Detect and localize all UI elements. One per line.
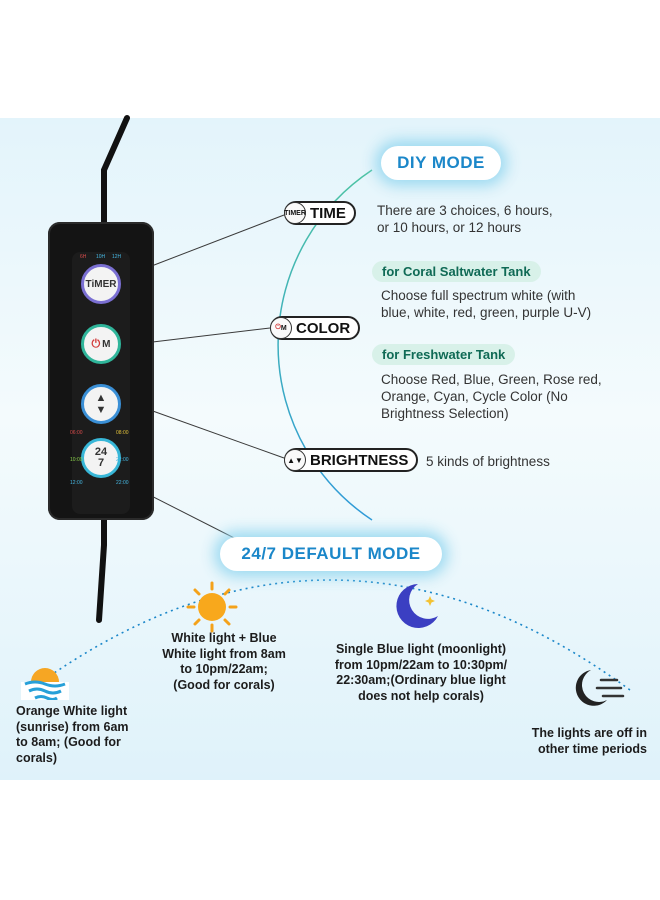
time-pill: TIMER TIME: [284, 201, 356, 225]
cable-bottom: [96, 517, 107, 623]
freshwater-description: Choose Red, Blue, Green, Rose red, Orang…: [381, 372, 602, 421]
phase-moonlight-text: Single Blue light (moonlight) from 10pm/…: [334, 642, 508, 703]
indicator-6h: 6H: [80, 254, 87, 260]
up-down-arrows-icon: ▲▼: [284, 449, 306, 471]
brightness-button[interactable]: ▲▼: [81, 384, 121, 424]
up-down-arrows-icon: ▲▼: [95, 392, 107, 416]
moon-icon: [396, 584, 438, 628]
power-icon: ⏻: [91, 337, 101, 350]
cable-top: [101, 115, 130, 226]
indicator-22a: 22:00: [116, 457, 129, 463]
color-pill: ⏻M COLOR: [270, 316, 361, 340]
coral-description: Choose full spectrum white (with blue, w…: [381, 288, 592, 320]
time-description: There are 3 choices, 6 hours, or 10 hour…: [377, 203, 553, 235]
sunrise-icon: [21, 668, 69, 700]
brightness-description: 5 kinds of brightness: [426, 454, 550, 469]
brightness-pill: ▲▼ BRIGHTNESS: [284, 448, 419, 472]
indicator-22b: 22:00: [116, 480, 129, 486]
sun-icon: [186, 581, 238, 633]
timer-button[interactable]: TiMER: [81, 264, 121, 304]
indicator-06: 06:00: [70, 430, 83, 436]
timer-icon: TIMER: [284, 202, 306, 224]
indicator-12: 12:00: [70, 480, 83, 486]
time-label: TIME: [310, 204, 346, 222]
indicator-08: 08:00: [116, 430, 129, 436]
phase-off-text: The lights are off in other time periods: [531, 726, 647, 756]
power-mode-icon: ⏻M: [270, 317, 292, 339]
indicator-10h: 10H: [96, 254, 106, 260]
brightness-label: BRIGHTNESS: [310, 451, 409, 469]
default-mode-heading: 24/7 DEFAULT MODE: [220, 537, 442, 571]
mode-button[interactable]: ⏻ M: [81, 324, 121, 364]
diy-mode-heading: DIY MODE: [381, 146, 501, 180]
indicator-10: 10:00: [70, 457, 83, 463]
phase-sunrise-text: Orange White light (sunrise) from 6am to…: [16, 704, 129, 765]
freshwater-tank-tag: for Freshwater Tank: [372, 344, 516, 365]
indicator-12h: 12H: [112, 254, 122, 260]
night-off-icon: [575, 670, 625, 706]
day-arc: [29, 579, 631, 691]
color-label: COLOR: [296, 319, 351, 337]
coral-tank-tag: for Coral Saltwater Tank: [372, 261, 541, 282]
phase-white-blue-text: White light + Blue White light from 8am …: [162, 631, 286, 692]
